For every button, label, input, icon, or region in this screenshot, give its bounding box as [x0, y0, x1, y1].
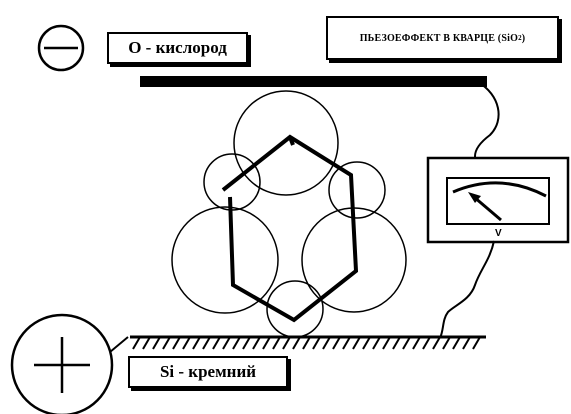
silicon-legend-label: Si - кремний — [128, 356, 288, 388]
ground-hatch-mark — [192, 336, 201, 350]
oxygen-atom-top — [233, 90, 339, 196]
bottom-electrode — [109, 335, 486, 353]
ground-hatch-mark — [462, 336, 471, 350]
ground-hatch-mark — [362, 336, 371, 350]
ground-hatch-mark — [292, 336, 301, 350]
ground-hatch-mark — [282, 336, 291, 350]
oxygen-legend-label: O - кислород — [107, 32, 248, 64]
ground-hatch-mark — [232, 336, 241, 350]
hexagon-frame — [221, 134, 359, 323]
ground-hatch-mark — [152, 336, 161, 350]
ground-hatch-mark — [242, 336, 251, 350]
ground-hatch-mark — [412, 336, 421, 350]
ground-hatch-mark — [222, 336, 231, 350]
ground-hatch-mark — [162, 336, 171, 350]
title-close: ) — [521, 32, 526, 44]
ground-hatch-mark — [252, 336, 261, 350]
silicon-atom-upper-right — [328, 161, 386, 219]
voltmeter — [426, 156, 570, 244]
ground-hatch-mark — [432, 336, 441, 350]
ground-hatch-mark — [262, 336, 271, 350]
ground-hatch-mark — [422, 336, 431, 350]
ground-hatch-mark — [132, 336, 141, 350]
bottom-wire — [439, 240, 495, 339]
ground-hatch-mark — [402, 336, 411, 350]
title-subscript: 2 — [518, 34, 522, 42]
oxygen-atom-left — [171, 206, 279, 314]
plus-symbol — [10, 313, 114, 414]
ground-hatch-mark — [312, 336, 321, 350]
ground-hatch-mark — [372, 336, 381, 350]
ground-hatch-mark — [392, 336, 401, 350]
ground-hatch-mark — [202, 336, 211, 350]
ground-hatch-mark — [272, 336, 281, 350]
ground-hatch-mark — [382, 336, 391, 350]
meter-needle — [473, 195, 502, 222]
ground-hatch-mark — [332, 336, 341, 350]
ground-hatch-mark — [452, 336, 461, 350]
ground-hatch-mark — [472, 336, 481, 350]
ground-hatch-mark — [182, 336, 191, 350]
top-electrode — [140, 76, 487, 87]
ground-hatch-mark — [212, 336, 221, 350]
atom-spheres — [171, 90, 407, 338]
ground-hatch-mark — [442, 336, 451, 350]
ground-hatch-mark — [302, 336, 311, 350]
ground-hatch-mark — [322, 336, 331, 350]
ground-hatch-mark — [352, 336, 361, 350]
minus-symbol — [37, 24, 85, 72]
ground-hatch-mark — [142, 336, 151, 350]
meter-unit-label: V — [495, 228, 502, 239]
ground-hatch-mark — [342, 336, 351, 350]
title-text: ПЬЕЗОЕФФЕКТ В КВАРЦЕ (SiO — [359, 32, 519, 44]
ground-hatch-mark — [172, 336, 181, 350]
